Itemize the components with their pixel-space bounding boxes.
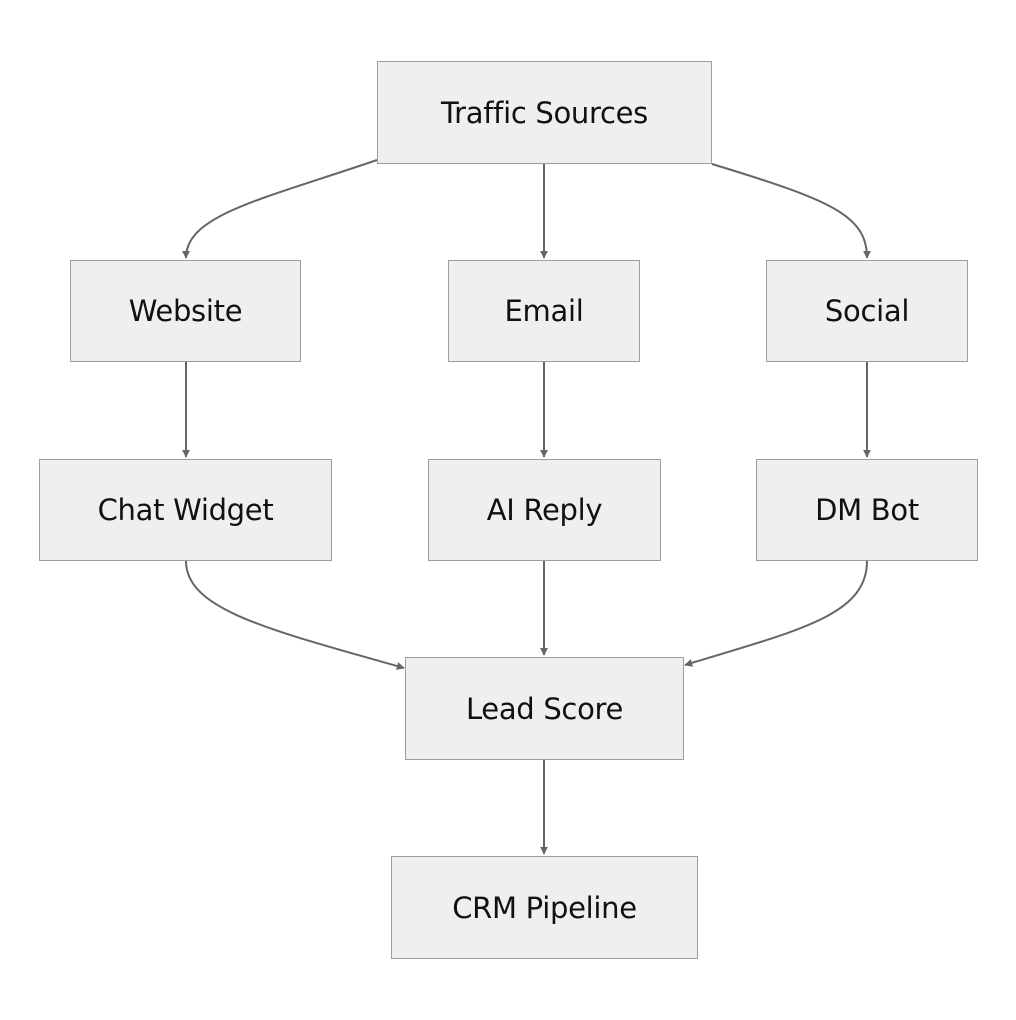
node-lead-score: Lead Score xyxy=(405,657,684,760)
node-label: AI Reply xyxy=(486,493,603,527)
edge-dm-to-lead xyxy=(684,560,868,667)
node-social: Social xyxy=(766,260,968,362)
edge-chat-to-lead xyxy=(185,560,405,670)
node-label: Website xyxy=(128,294,243,328)
node-traffic-sources: Traffic Sources xyxy=(377,61,712,164)
edge-traffic-to-social xyxy=(711,163,871,259)
node-label: Traffic Sources xyxy=(441,95,648,130)
node-email: Email xyxy=(448,260,640,362)
node-crm-pipeline: CRM Pipeline xyxy=(391,856,698,959)
node-label: CRM Pipeline xyxy=(452,890,637,925)
node-label: Email xyxy=(504,294,584,328)
node-label: DM Bot xyxy=(815,493,919,527)
node-website: Website xyxy=(70,260,301,362)
node-ai-reply: AI Reply xyxy=(428,459,661,561)
edge-traffic-to-website xyxy=(182,159,378,259)
node-label: Social xyxy=(824,294,910,328)
node-label: Chat Widget xyxy=(97,493,274,527)
node-dm-bot: DM Bot xyxy=(756,459,978,561)
node-chat-widget: Chat Widget xyxy=(39,459,332,561)
node-label: Lead Score xyxy=(465,691,624,726)
